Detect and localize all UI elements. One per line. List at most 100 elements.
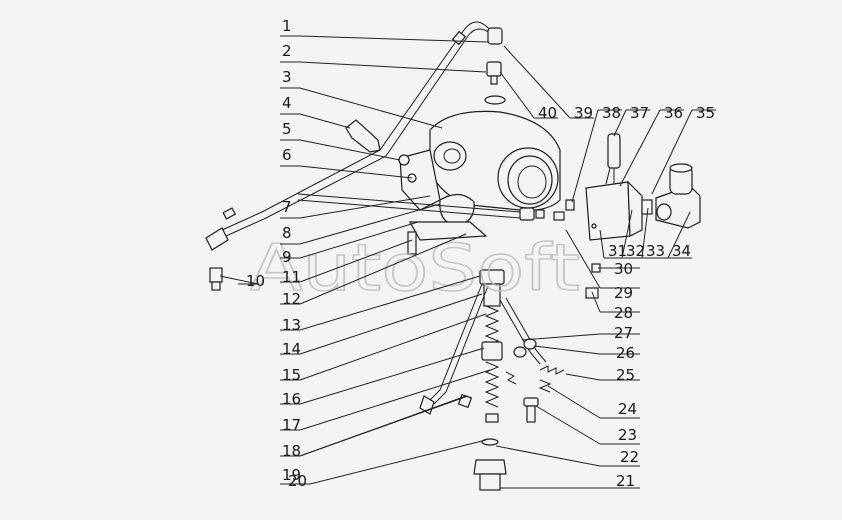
pipe-7 — [297, 193, 545, 221]
callout-10: 10 — [219, 272, 265, 290]
callout-20: 20 — [280, 439, 487, 490]
callout-number: 34 — [672, 242, 691, 260]
callout-23: 23 — [535, 405, 640, 445]
callout-leader-line — [533, 345, 601, 355]
callout-21: 21 — [500, 472, 640, 490]
callout-leader-line — [299, 203, 441, 245]
parts-drawing — [205, 21, 701, 491]
callout-leader-line — [299, 293, 483, 355]
callout-leader-line — [299, 347, 485, 405]
callout-2: 2 — [280, 42, 487, 73]
callout-leader-line — [299, 61, 487, 73]
callout-leader-line — [535, 405, 601, 445]
callout-number: 28 — [614, 304, 633, 322]
callout-number: 12 — [282, 290, 301, 308]
callout-17: 17 — [280, 369, 491, 434]
callout-15: 15 — [280, 313, 487, 384]
callout-28: 28 — [591, 291, 640, 322]
callout-leader-line — [299, 395, 467, 457]
callout-number: 24 — [618, 400, 637, 418]
callout-number: 15 — [282, 366, 301, 384]
callout-number: 23 — [618, 426, 637, 444]
callout-26: 26 — [533, 344, 640, 362]
callout-leader-line — [499, 71, 535, 119]
valve-stack — [479, 269, 505, 423]
callout-number: 30 — [614, 260, 633, 278]
callout-35: 35 — [651, 104, 716, 195]
callout-16: 16 — [280, 347, 485, 408]
callout-number: 29 — [614, 284, 633, 302]
callout-number: 16 — [282, 390, 301, 408]
valve-block — [553, 133, 701, 241]
callout-number: 2 — [282, 42, 292, 60]
callout-number: 4 — [282, 94, 292, 112]
callout-number: 1 — [282, 17, 292, 35]
fitting-10 — [209, 267, 223, 291]
callout-number: 21 — [616, 472, 635, 490]
callout-leader-line — [495, 445, 601, 467]
callout-3: 3 — [280, 68, 443, 129]
callout-leader-line — [667, 211, 691, 259]
callout-13: 13 — [280, 275, 481, 334]
callout-leader-line — [503, 45, 571, 119]
callout-leader-line — [641, 207, 649, 259]
callout-number: 20 — [288, 472, 307, 490]
callout-leader-line — [565, 229, 601, 289]
callout-leader-line — [299, 195, 431, 219]
callout-leader-line — [299, 275, 481, 331]
callout-38: 38 — [571, 104, 622, 203]
callout-40: 40 — [499, 71, 558, 122]
callout-leader-line — [219, 275, 259, 285]
callout-leader-line — [299, 239, 413, 283]
return-tube — [419, 283, 489, 415]
callout-19: 19 — [280, 395, 467, 484]
callout-number: 11 — [282, 268, 301, 286]
callout-37: 37 — [613, 104, 650, 137]
banjo-bolt — [484, 61, 506, 105]
callout-leader-line — [591, 291, 601, 313]
callout-1: 1 — [280, 17, 489, 43]
bolts-23-24 — [523, 379, 552, 423]
callout-leader-line — [571, 109, 599, 203]
callout-33: 33 — [641, 207, 668, 260]
callout-14: 14 — [280, 293, 483, 358]
callout-11: 11 — [280, 239, 413, 286]
callout-number: 14 — [282, 340, 301, 358]
callout-number: 9 — [282, 248, 292, 266]
callout-number: 36 — [664, 104, 683, 122]
callout-number: 32 — [626, 242, 645, 260]
callout-6: 6 — [280, 146, 413, 179]
callout-leader-line — [299, 221, 419, 259]
callout-leader-line — [547, 385, 601, 419]
callout-4: 4 — [280, 94, 351, 129]
callout-leader-line — [651, 109, 693, 195]
callout-leader-line — [565, 373, 601, 381]
callout-8: 8 — [280, 203, 441, 245]
callout-leader-line — [299, 87, 443, 129]
callout-27: 27 — [521, 324, 640, 342]
callout-leader-line — [299, 139, 401, 161]
callout-leader-line — [613, 109, 627, 137]
callout-39: 39 — [503, 45, 594, 122]
callout-number: 6 — [282, 146, 292, 164]
watermark: AutoSoft — [250, 232, 580, 306]
callout-24: 24 — [547, 385, 640, 419]
callout-number: 22 — [620, 448, 639, 466]
callout-30: 30 — [598, 260, 640, 278]
callout-number: 19 — [282, 466, 301, 484]
callout-leader-line — [299, 369, 491, 431]
callout-25: 25 — [565, 366, 640, 384]
callout-number: 27 — [614, 324, 633, 342]
side-tube — [499, 297, 565, 385]
callout-number: 40 — [538, 104, 557, 122]
callout-number: 38 — [602, 104, 621, 122]
callout-number: 39 — [574, 104, 593, 122]
turbocharger — [398, 110, 561, 241]
callout-number: 37 — [630, 104, 649, 122]
callout-number: 17 — [282, 416, 301, 434]
callout-22: 22 — [495, 445, 640, 467]
callout-number: 8 — [282, 224, 292, 242]
callout-32: 32 — [621, 209, 648, 260]
